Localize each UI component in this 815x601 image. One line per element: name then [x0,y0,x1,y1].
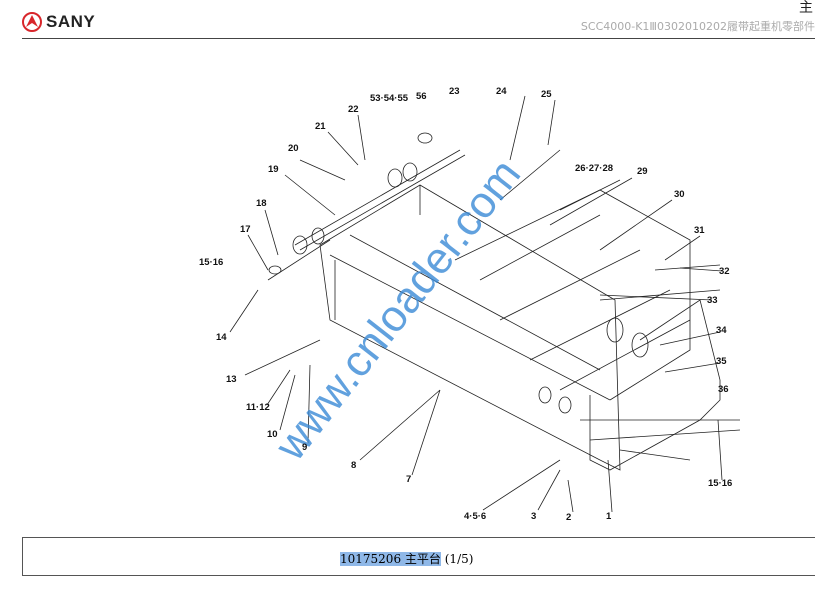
part-label: 1 [606,511,612,522]
part-label: 3 [531,511,537,522]
part-label: 19 [268,164,279,175]
part-label: 29 [637,166,648,177]
header-divider [22,38,815,39]
brand-name: SANY [46,12,96,31]
part-label: 24 [496,86,507,97]
part-label: 21 [315,121,326,132]
part-label: 15·16 [708,478,733,489]
part-label: 17 [240,224,251,235]
caption-box [22,537,815,576]
part-label: 7 [406,474,412,485]
part-label: 26·27·28 [575,163,614,174]
part-label: 14 [216,332,227,343]
part-label: 25 [541,89,552,100]
header-top-char: 主 [799,0,813,16]
part-label: 20 [288,143,299,154]
document-title: SCC4000-K1Ⅲ0302010202履带起重机零部件 [580,20,815,33]
part-label: 53·54·55 [370,93,409,104]
part-label: 30 [674,189,685,200]
part-label: 36 [718,384,729,395]
sany-logo-icon [22,12,42,32]
part-label: 13 [226,374,237,385]
part-label: 11·12 [246,402,270,413]
part-label: 32 [719,266,730,277]
part-label: 18 [256,198,267,209]
part-label: 4·5·6 [464,511,487,522]
part-label: 8 [351,460,357,471]
part-label: 9 [302,442,308,453]
part-label: 35 [716,356,727,367]
part-label: 23 [449,86,460,97]
part-label: 15·16 [199,257,224,268]
part-label: 10 [267,429,278,440]
part-label: 34 [716,325,727,336]
caption-part-name: 主平台 [404,552,441,566]
part-label: 22 [348,104,359,115]
part-label: 2 [566,512,572,523]
sany-logo: SANY [22,12,95,32]
part-label: 33 [707,295,718,306]
part-label: 56 [416,91,427,102]
part-label: 31 [694,225,705,236]
caption-page: (1/5) [444,552,474,566]
caption-part-number: 10175206 [340,552,402,566]
diagram-caption: 10175206 主平台 (1/5) [340,550,473,567]
